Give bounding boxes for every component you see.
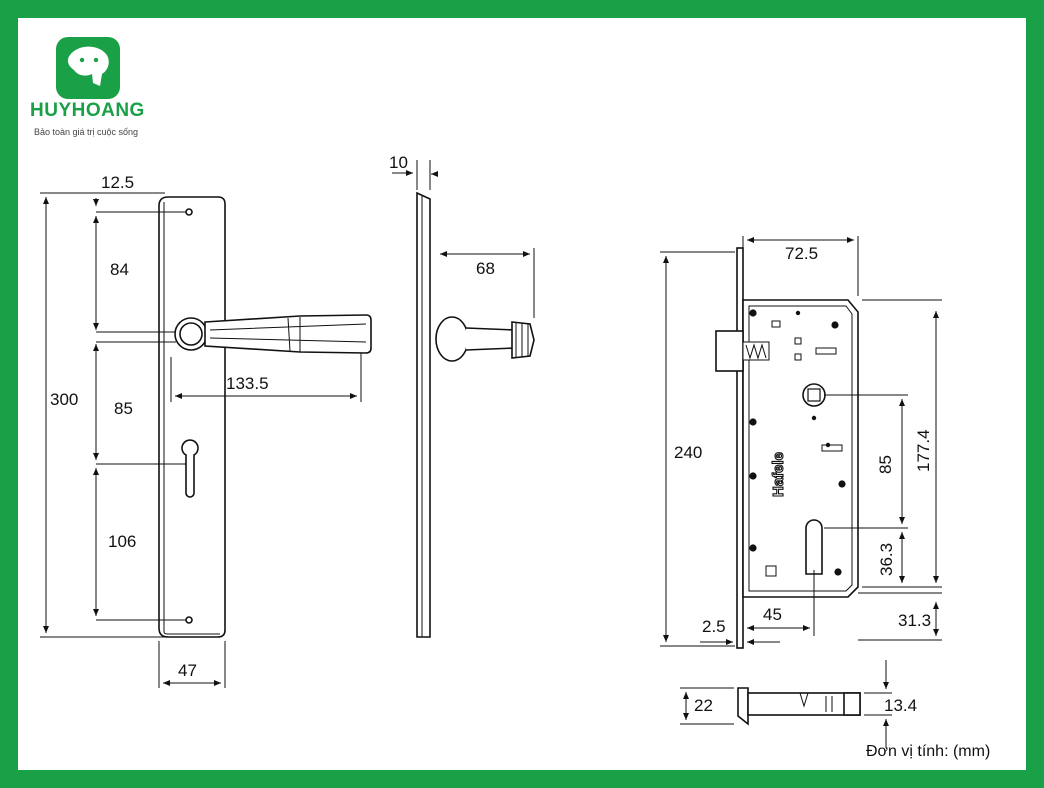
unit-note: Đơn vị tính: (mm) xyxy=(866,743,991,760)
dim-body-height: 240 xyxy=(674,443,702,462)
dim-handle-projection: 68 xyxy=(476,259,495,278)
brand-name: HUYHOANG xyxy=(30,100,145,121)
dim-latch-height: 22 xyxy=(694,696,713,715)
dim-body-width: 72.5 xyxy=(785,244,818,263)
lock-screws xyxy=(749,309,846,576)
dim-plate-width: 47 xyxy=(178,661,197,680)
dimension-lines xyxy=(40,160,942,748)
plate-front-view xyxy=(158,196,372,638)
dim-cylinder-offset: 36.3 xyxy=(877,543,896,576)
latch-detail xyxy=(737,687,861,726)
dim-faceplate-thickness: 2.5 xyxy=(702,617,726,636)
dim-backset: 45 xyxy=(763,605,782,624)
lock-brand-text: Hafele xyxy=(770,452,787,497)
brand-tagline: Bảo toàn giá trị cuộc sống xyxy=(34,127,139,137)
dim-plate-height: 300 xyxy=(50,390,78,409)
lock-body xyxy=(715,247,859,649)
dim-plate-seg-1: 84 xyxy=(110,260,129,279)
dim-body-span: 177.4 xyxy=(914,429,933,472)
brand-logo-icon xyxy=(56,37,120,99)
dim-latch-width: 13.4 xyxy=(884,696,917,715)
dim-bottom-offset: 31.3 xyxy=(898,611,931,630)
dim-plate-top-margin: 12.5 xyxy=(101,173,134,192)
dim-plate-thickness: 10 xyxy=(389,153,408,172)
dim-plate-seg-2: 85 xyxy=(114,399,133,418)
dim-center-distance: 85 xyxy=(876,455,895,474)
plate-side-view xyxy=(416,191,535,638)
dim-handle-length: 133.5 xyxy=(226,374,269,393)
dim-plate-seg-3: 106 xyxy=(108,532,136,551)
